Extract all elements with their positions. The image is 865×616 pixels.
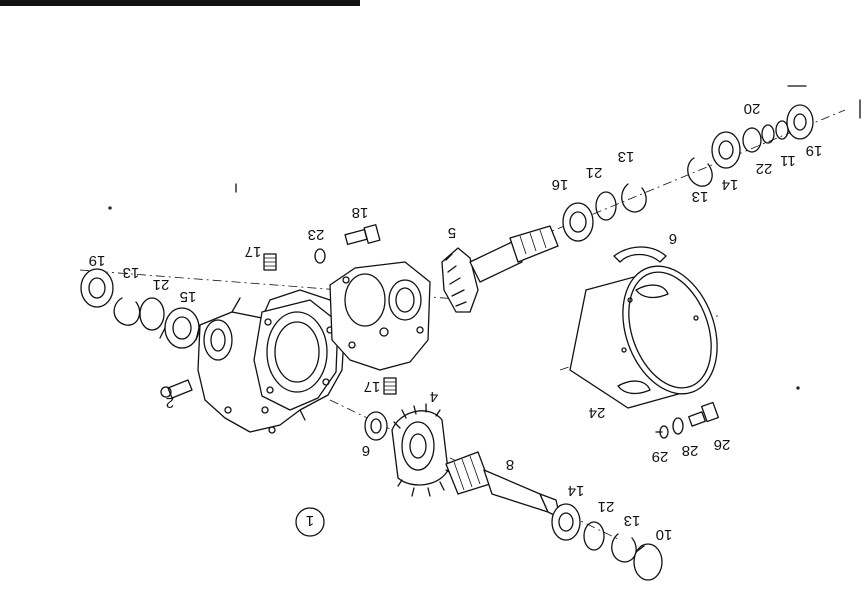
part-label-23: 23 [308, 226, 325, 243]
circlip-13-upper [621, 183, 647, 213]
bearing-6-lower [364, 411, 388, 441]
part-label-21-lower: 21 [598, 498, 615, 515]
pinion-shaft-5 [441, 225, 559, 313]
part-label-8: 8 [506, 456, 514, 473]
part-label-29: 29 [652, 448, 669, 465]
part-label-15: 15 [180, 288, 197, 305]
part-label-6-upper: 6 [669, 230, 677, 247]
cap-10 [633, 543, 663, 581]
ring-21-lower [583, 521, 605, 551]
grease-nipple-2 [160, 379, 193, 399]
part-label-21-upper: 21 [586, 164, 603, 181]
part-label-28: 28 [682, 442, 699, 459]
bearing-14-lower [551, 503, 581, 541]
bearing-15 [159, 307, 200, 349]
nut-29 [655, 425, 669, 439]
part-label-20: 20 [744, 100, 761, 117]
part-label-11: 11 [780, 152, 796, 169]
part-label-2: 2 [166, 394, 174, 411]
part-label-13-lower: 13 [624, 512, 641, 529]
ring-20 [761, 124, 775, 144]
part-label-21-left: 21 [153, 276, 170, 293]
part-label-19-left: 19 [89, 252, 106, 269]
cover-plate [329, 261, 431, 371]
ring-21-left [139, 297, 165, 331]
part-label-17-lower: 17 [364, 378, 381, 395]
guard-cylinder-24 [569, 265, 718, 409]
stray-marks [108, 183, 800, 390]
washer-19-right [786, 104, 814, 140]
assembly-number-label: 1 [306, 512, 314, 529]
output-shaft-8 [445, 451, 561, 519]
bevel-gear-4 [391, 403, 453, 497]
part-label-14-right: 14 [722, 176, 739, 193]
ring-22 [742, 127, 762, 153]
part-label-10: 10 [656, 526, 673, 543]
ring-21-upper [595, 191, 617, 221]
part-label-13-left: 13 [123, 264, 140, 281]
part-label-26: 26 [714, 436, 731, 453]
circlip-13-lower [611, 533, 637, 563]
part-label-16: 16 [552, 176, 569, 193]
scan-header-band [0, 0, 360, 6]
bearing-14-right [711, 131, 741, 169]
circlip-13-left [113, 297, 141, 326]
part-label-13-upper: 13 [618, 148, 635, 165]
plug-17-top [263, 253, 277, 271]
bolt-18 [344, 224, 381, 246]
plug-17-lower [383, 377, 397, 395]
part-label-13-right: 13 [692, 188, 709, 205]
bolt-26 [688, 401, 720, 427]
part-label-5: 5 [448, 224, 456, 241]
part-label-24: 24 [589, 404, 606, 421]
part-label-4: 4 [430, 388, 438, 405]
part-label-19-right: 19 [806, 142, 823, 159]
part-label-22: 22 [756, 160, 773, 177]
part-label-18: 18 [352, 204, 369, 221]
clip-6-upper [613, 246, 667, 263]
part-labels: 19 13 21 15 17 23 18 2 17 5 16 21 13 20 … [89, 100, 823, 543]
circlip-13-right [687, 157, 713, 187]
gearbox-housing-1 [197, 289, 346, 434]
part-label-14-lower: 14 [568, 482, 585, 499]
washer-23 [314, 248, 326, 264]
washer-19-left [80, 268, 114, 308]
bearing-16 [562, 202, 594, 242]
part-label-17-top: 17 [245, 243, 262, 260]
edge-marks [787, 85, 861, 119]
washer-28 [672, 417, 684, 435]
part-label-6-lower: 6 [362, 442, 370, 459]
assembly-number-circle [295, 507, 325, 537]
